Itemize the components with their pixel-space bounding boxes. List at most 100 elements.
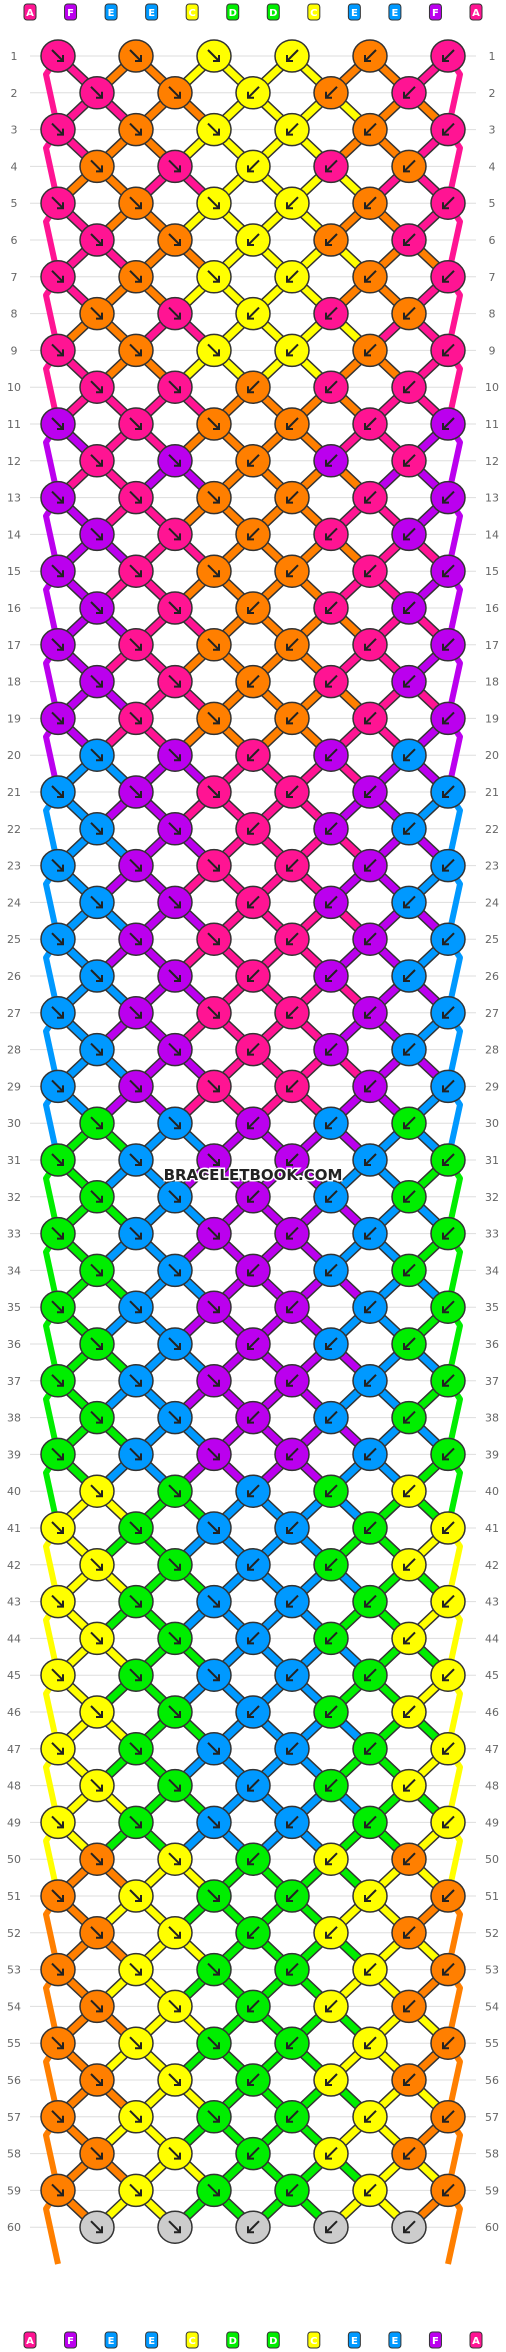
arrow-icon <box>51 1962 64 1976</box>
arrow-icon <box>90 748 103 761</box>
arrow-head-icon <box>174 1490 181 1498</box>
knot <box>391 76 427 110</box>
knot <box>391 1695 427 1729</box>
knot <box>118 333 154 368</box>
knot <box>79 591 115 625</box>
arrow-icon <box>364 1815 377 1829</box>
svg-text:E: E <box>108 8 115 19</box>
arrow-head-icon <box>135 643 142 651</box>
arrow-head-icon <box>135 55 142 62</box>
arrow-icon <box>247 527 260 541</box>
row-number-left: 23 <box>7 860 21 873</box>
arrow-icon <box>442 1226 455 1240</box>
knot <box>79 444 115 478</box>
arrow-head-icon <box>364 1895 371 1902</box>
arrow-head-icon <box>286 2189 293 2197</box>
row-number-left: 34 <box>7 1264 21 1277</box>
arrow-head-icon <box>247 2152 254 2160</box>
knot <box>235 444 271 478</box>
arrow-head-icon <box>247 1269 254 1277</box>
knot <box>313 296 349 331</box>
knot <box>40 1216 76 1251</box>
knot <box>157 2063 193 2097</box>
arrow-icon <box>364 2183 377 2197</box>
arrow-icon <box>168 1484 181 1497</box>
string-tab-top: F <box>64 3 78 21</box>
arrow-head-icon <box>403 901 410 909</box>
knot <box>274 407 310 441</box>
arrow-icon <box>364 49 377 62</box>
arrow-head-icon <box>213 202 220 210</box>
row-number-right: 19 <box>485 712 499 725</box>
string-tab-bottom: C <box>307 2331 321 2349</box>
row-number-right: 60 <box>485 2221 499 2234</box>
arrow-head-icon <box>174 533 181 541</box>
row-number-right: 15 <box>485 565 499 578</box>
knot <box>157 885 193 920</box>
arrow-head-icon <box>57 717 64 725</box>
arrow-head-icon <box>286 1453 293 1461</box>
arrow-icon <box>325 1999 338 2013</box>
arrow-head-icon <box>442 643 449 651</box>
arrow-head-icon <box>174 2079 181 2086</box>
knot <box>313 1548 349 1582</box>
svg-text:E: E <box>148 2336 155 2347</box>
arrow-icon <box>364 1962 377 1976</box>
knot <box>274 1511 310 1545</box>
arrow-head-icon <box>364 55 371 62</box>
arrow-head-icon <box>96 1122 103 1130</box>
arrow-icon <box>325 1410 338 1424</box>
arrow-icon <box>403 748 416 761</box>
svg-text:D: D <box>229 8 237 19</box>
row-number-left: 54 <box>7 2000 21 2013</box>
knot <box>391 1842 427 1876</box>
arrow-icon <box>442 1006 455 1019</box>
arrow-head-icon <box>135 1527 142 1534</box>
arrow-head-icon <box>96 1269 103 1277</box>
svg-text:E: E <box>108 2336 115 2347</box>
knot <box>352 1879 388 1913</box>
arrow-icon <box>247 1631 260 1645</box>
arrow-icon <box>286 564 299 577</box>
arrow-icon <box>403 380 416 393</box>
arrow-head-icon <box>325 459 332 467</box>
row-number-right: 52 <box>485 1927 499 1940</box>
knot <box>79 1106 115 1140</box>
row-number-right: 36 <box>485 1338 499 1351</box>
arrow-icon <box>325 454 338 467</box>
knot <box>118 1511 154 1545</box>
row-number-right: 31 <box>485 1154 499 1167</box>
arrow-icon <box>247 2073 260 2086</box>
knot <box>118 39 154 73</box>
arrow-head-icon <box>174 1048 181 1056</box>
arrow-icon <box>403 306 416 320</box>
knot <box>235 738 271 772</box>
arrow-head-icon <box>442 1747 449 1755</box>
row-number-left: 40 <box>7 1485 21 1498</box>
arrow-head-icon <box>364 1600 371 1608</box>
arrow-icon <box>442 564 455 577</box>
row-number-right: 53 <box>485 1964 499 1977</box>
arrow-icon <box>129 1668 142 1681</box>
knot <box>40 1143 76 1177</box>
arrow-icon <box>442 932 455 945</box>
arrow-icon <box>168 1926 181 1939</box>
arrow-head-icon <box>57 128 64 136</box>
knot <box>391 812 427 846</box>
arrow-icon <box>442 1742 455 1755</box>
knot <box>118 1658 154 1692</box>
arrow-icon <box>207 343 220 357</box>
arrow-head-icon <box>213 643 220 651</box>
arrow-head-icon <box>364 349 371 357</box>
arrow-icon <box>442 417 455 430</box>
row-number-right: 1 <box>489 50 496 63</box>
arrow-icon <box>207 1300 220 1313</box>
knot <box>79 1842 115 1876</box>
arrow-head-icon <box>403 2152 410 2160</box>
arrow-head-icon <box>96 1195 103 1203</box>
arrow-icon <box>286 417 299 430</box>
knot <box>352 1216 388 1251</box>
string-tab-bottom: D <box>266 2331 280 2349</box>
arrow-head-icon <box>174 386 181 394</box>
arrow-icon <box>207 638 220 651</box>
